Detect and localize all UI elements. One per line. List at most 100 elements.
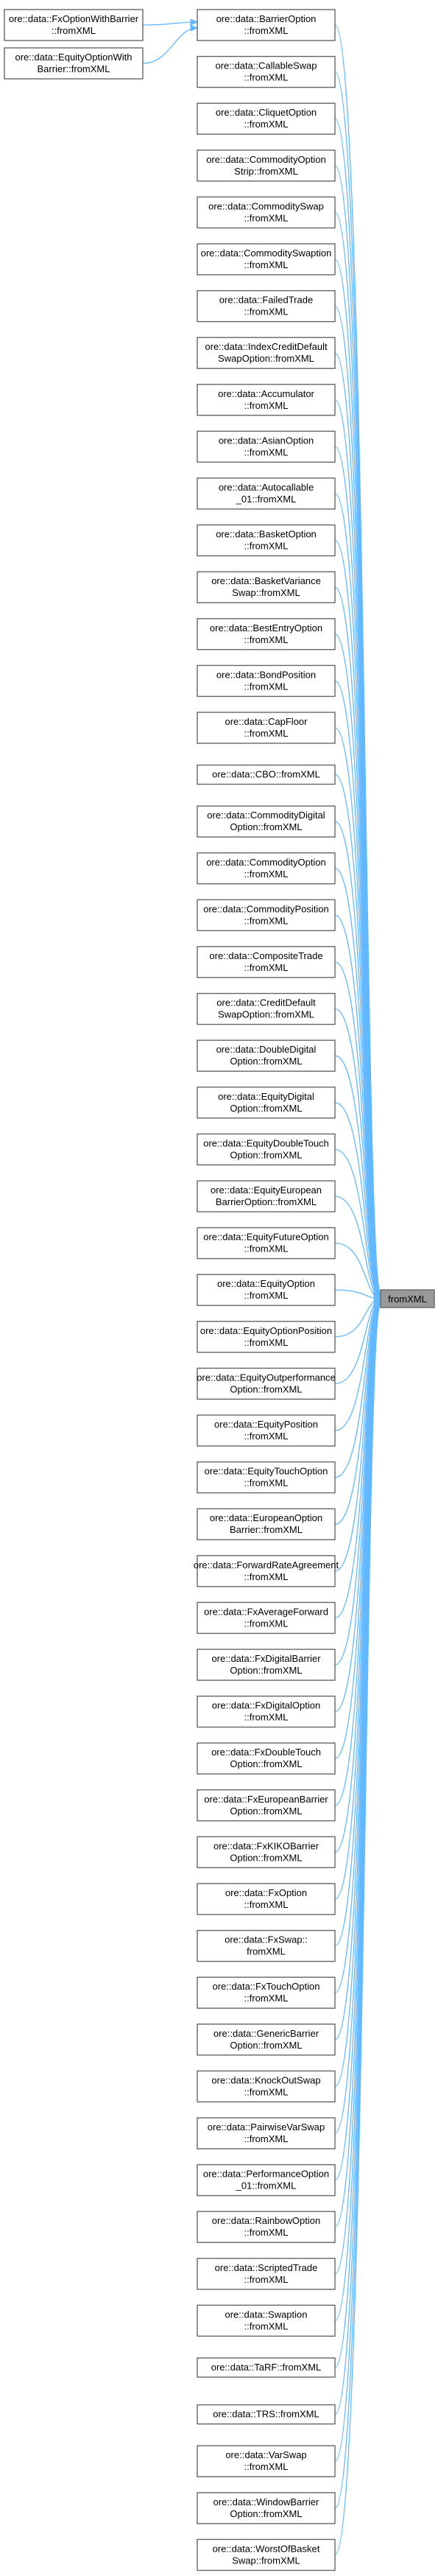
- caller-node-n51[interactable]: ore::data::TRS::fromXML: [197, 2404, 336, 2425]
- caller-node-n27[interactable]: ore::data::EquityOption::fromXML: [197, 1274, 336, 1306]
- caller-node-n29[interactable]: ore::data::EquityOutperformanceOption::f…: [197, 1367, 336, 1400]
- caller-node-n41[interactable]: ore::data::FxSwap::fromXML: [197, 1929, 336, 1962]
- caller-node-n19-box: [197, 899, 336, 932]
- caller-node-n46[interactable]: ore::data::PerformanceOption_01::fromXML: [197, 2163, 336, 2197]
- caller-node-n51-label-line: ore::data::TRS::fromXML: [213, 2409, 319, 2420]
- caller-node-n11-label-line: ore::data::BasketOption: [216, 529, 317, 540]
- caller-node-n44[interactable]: ore::data::KnockOutSwap::fromXML: [197, 2070, 336, 2103]
- edge-n32-to-target: [334, 1299, 381, 1525]
- edge-n31-to-target: [334, 1299, 381, 1478]
- caller-node-n2[interactable]: ore::data::CliquetOption::fromXML: [197, 102, 336, 135]
- derived-node-d1[interactable]: ore::data::EquityOptionWithBarrier::from…: [4, 47, 144, 80]
- caller-node-n41-label-line: ore::data::FxSwap::: [225, 1934, 308, 1945]
- caller-node-n40-label-line: ::fromXML: [244, 1899, 289, 1910]
- caller-node-n52[interactable]: ore::data::VarSwap::fromXML: [197, 2445, 336, 2477]
- caller-node-n22-box: [197, 1039, 336, 1072]
- caller-node-n36-label-line: ore::data::FxDigitalOption: [212, 1700, 320, 1711]
- caller-node-n41-box: [197, 1929, 336, 1962]
- caller-node-n18-box: [197, 852, 336, 885]
- caller-node-n21[interactable]: ore::data::CreditDefaultSwapOption::from…: [197, 992, 336, 1025]
- caller-node-n5[interactable]: ore::data::CommoditySwaption::fromXML: [197, 243, 336, 276]
- caller-node-n6[interactable]: ore::data::FailedTrade::fromXML: [197, 289, 336, 323]
- caller-node-n18[interactable]: ore::data::CommodityOption::fromXML: [197, 852, 336, 885]
- caller-node-n52-label-line: ::fromXML: [244, 2461, 289, 2472]
- caller-node-n14[interactable]: ore::data::BondPosition::fromXML: [197, 664, 336, 698]
- caller-node-n22-label-line: Option::fromXML: [230, 1056, 302, 1067]
- caller-node-n42-box: [197, 1976, 336, 2009]
- caller-node-n28[interactable]: ore::data::EquityOptionPosition::fromXML: [197, 1321, 336, 1353]
- caller-node-n49[interactable]: ore::data::Swaption::fromXML: [197, 2304, 336, 2337]
- caller-node-n4-box: [197, 196, 336, 229]
- caller-node-n48-label-line: ::fromXML: [244, 2274, 289, 2285]
- caller-node-n51-box: [197, 2404, 336, 2425]
- caller-node-n4[interactable]: ore::data::CommoditySwap::fromXML: [197, 196, 336, 229]
- caller-node-n40[interactable]: ore::data::FxOption::fromXML: [197, 1883, 336, 1915]
- caller-node-n15[interactable]: ore::data::CapFloor::fromXML: [197, 712, 336, 744]
- caller-node-n13[interactable]: ore::data::BestEntryOption::fromXML: [197, 618, 336, 650]
- caller-node-n0-label-line: ::fromXML: [244, 25, 289, 36]
- caller-node-n40-label-line: ore::data::FxOption: [225, 1887, 307, 1898]
- caller-node-n13-label-line: ore::data::BestEntryOption: [210, 622, 322, 634]
- caller-node-n48[interactable]: ore::data::ScriptedTrade::fromXML: [197, 2258, 336, 2290]
- caller-node-n11-box: [197, 524, 336, 557]
- caller-node-n45[interactable]: ore::data::PairwiseVarSwap::fromXML: [197, 2117, 336, 2149]
- caller-node-n32[interactable]: ore::data::EuropeanOptionBarrier::fromXM…: [197, 1508, 336, 1540]
- caller-node-n36[interactable]: ore::data::FxDigitalOption::fromXML: [197, 1695, 336, 1728]
- caller-node-n38[interactable]: ore::data::FxEuropeanBarrierOption::from…: [197, 1789, 336, 1822]
- caller-node-n20[interactable]: ore::data::CompositeTrade::fromXML: [197, 946, 336, 978]
- caller-node-n8-label-line: ore::data::Accumulator: [218, 388, 314, 399]
- caller-node-n31[interactable]: ore::data::EquityTouchOption::fromXML: [197, 1461, 336, 1494]
- caller-node-n35[interactable]: ore::data::FxDigitalBarrierOption::fromX…: [197, 1649, 336, 1681]
- caller-node-n17[interactable]: ore::data::CommodityDigitalOption::fromX…: [197, 805, 336, 838]
- caller-node-n0[interactable]: ore::data::BarrierOption::fromXML: [197, 9, 336, 41]
- caller-node-n38-label-line: ore::data::FxEuropeanBarrier: [204, 1794, 328, 1805]
- caller-node-n30[interactable]: ore::data::EquityPosition::fromXML: [197, 1414, 336, 1447]
- caller-node-n19[interactable]: ore::data::CommodityPosition::fromXML: [197, 899, 336, 932]
- caller-node-n32-label-line: Barrier::fromXML: [230, 1524, 303, 1535]
- caller-node-n9-box: [197, 430, 336, 463]
- caller-node-n6-label-line: ore::data::FailedTrade: [219, 295, 313, 306]
- caller-node-n7-label-line: ore::data::IndexCreditDefault: [205, 341, 328, 352]
- caller-node-n50-box: [197, 2357, 336, 2378]
- caller-node-n6-label-line: ::fromXML: [244, 306, 289, 317]
- caller-node-n24-box: [197, 1133, 336, 1166]
- caller-node-n42-label-line: ::fromXML: [244, 1993, 289, 2004]
- caller-node-n18-label-line: ore::data::CommodityOption: [206, 857, 326, 868]
- caller-node-n11[interactable]: ore::data::BasketOption::fromXML: [197, 524, 336, 557]
- caller-node-n9[interactable]: ore::data::AsianOption::fromXML: [197, 430, 336, 463]
- caller-node-n26-box: [197, 1226, 336, 1260]
- caller-node-n50[interactable]: ore::data::TaRF::fromXML: [197, 2357, 336, 2378]
- edge-n54-to-target: [334, 1304, 381, 2556]
- caller-node-n47[interactable]: ore::data::RainbowOption::fromXML: [197, 2211, 336, 2243]
- caller-node-n26[interactable]: ore::data::EquityFutureOption::fromXML: [197, 1226, 336, 1260]
- caller-node-n34[interactable]: ore::data::FxAverageForward::fromXML: [197, 1601, 336, 1635]
- caller-node-n8[interactable]: ore::data::Accumulator::fromXML: [197, 384, 336, 416]
- target-node-fromxml[interactable]: fromXML: [380, 1289, 435, 1308]
- caller-node-n42[interactable]: ore::data::FxTouchOption::fromXML: [197, 1976, 336, 2009]
- caller-node-n5-box: [197, 243, 336, 276]
- caller-node-n16[interactable]: ore::data::CBO::fromXML: [197, 764, 336, 785]
- caller-node-n24[interactable]: ore::data::EquityDoubleTouchOption::from…: [197, 1133, 336, 1166]
- caller-node-n33[interactable]: ore::data::ForwardRateAgreement::fromXML: [194, 1555, 339, 1587]
- caller-node-n8-box: [197, 384, 336, 416]
- caller-node-n35-box: [197, 1649, 336, 1681]
- caller-node-n45-box: [197, 2117, 336, 2149]
- derived-node-d0[interactable]: ore::data::FxOptionWithBarrier::fromXML: [4, 9, 144, 41]
- caller-node-n25[interactable]: ore::data::EquityEuropeanBarrierOption::…: [197, 1180, 336, 1212]
- caller-node-n7[interactable]: ore::data::IndexCreditDefaultSwapOption:…: [197, 337, 336, 369]
- caller-node-n47-label-line: ::fromXML: [244, 2227, 289, 2238]
- caller-node-n1[interactable]: ore::data::CallableSwap::fromXML: [197, 55, 336, 88]
- edges-layer: [142, 18, 382, 2556]
- caller-node-n17-label-line: Option::fromXML: [230, 821, 302, 832]
- caller-node-n10[interactable]: ore::data::Autocallable_01::fromXML: [197, 477, 336, 510]
- caller-node-n2-label-line: ore::data::CliquetOption: [216, 107, 317, 118]
